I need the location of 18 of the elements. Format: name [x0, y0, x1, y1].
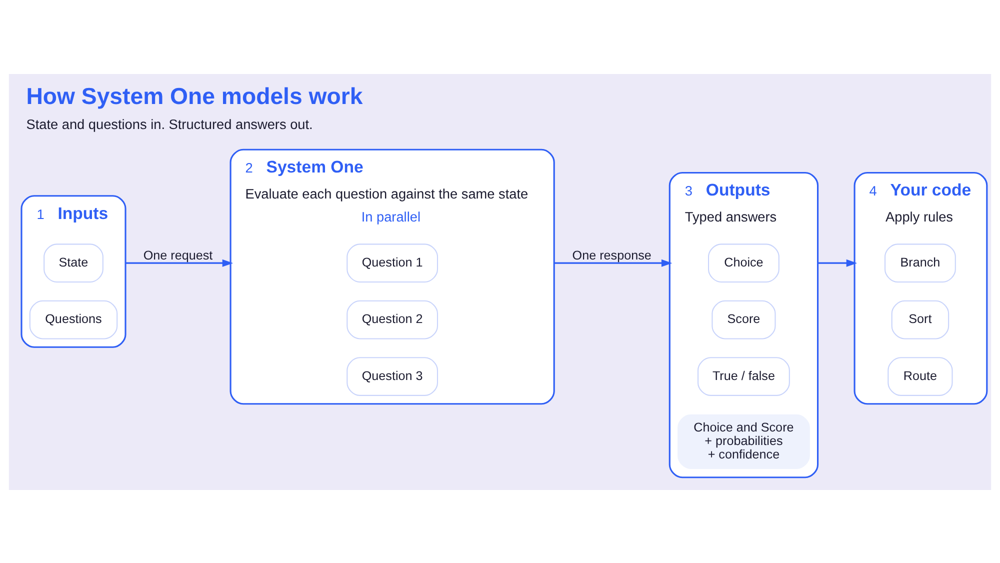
node-box: Question 3 — [346, 356, 438, 396]
node-box: Branch — [884, 243, 956, 282]
node-box: Question 1 — [346, 243, 438, 282]
caption: State and questions in. Structured answers out. — [26, 116, 313, 132]
node-box: Questions — [29, 300, 118, 339]
arrow — [126, 258, 234, 266]
diagram-title: How System One models work — [26, 82, 363, 109]
edge-label: One request — [143, 248, 213, 262]
edge-label: One response — [572, 248, 652, 262]
node-box: Question 2 — [346, 300, 438, 339]
arrow — [554, 258, 672, 266]
node-box: Sort — [891, 300, 950, 339]
arrow — [818, 258, 858, 266]
node-box: Route — [888, 356, 953, 396]
node-box: State — [44, 243, 104, 282]
node-box: Score — [712, 300, 776, 339]
node-box: Choice — [708, 243, 780, 282]
node-box: True / false — [698, 356, 790, 396]
